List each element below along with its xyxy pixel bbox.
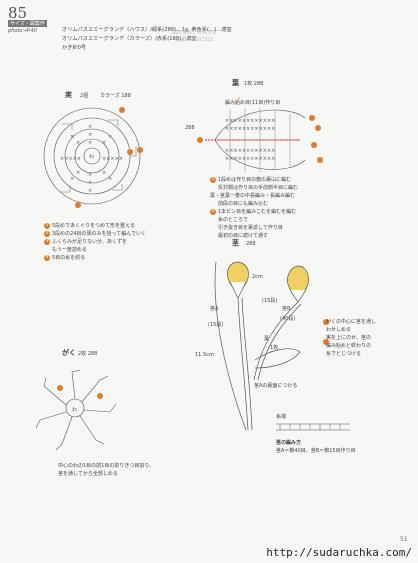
leaf-chart: ×××××××××××× ×××××××××××× ×××××××××××× ×… bbox=[205, 96, 306, 172]
svg-text:×: × bbox=[88, 140, 92, 146]
site-url: http://sudaruchka.com/ bbox=[266, 546, 412, 559]
stem-b-value: (40段) bbox=[280, 316, 296, 322]
svg-text:×: × bbox=[70, 134, 74, 140]
yarn-list: オリムパスエミーグランデ〈ハウス〉/緑系(288)…1g, 黄色系(…)…適宜 … bbox=[62, 26, 232, 53]
svg-text:××××××××××××: ×××××××××××× bbox=[225, 118, 275, 124]
svg-text:×: × bbox=[88, 172, 92, 178]
leaf-title: 葉 bbox=[232, 79, 239, 87]
svg-text:わ: わ bbox=[72, 406, 77, 413]
calyx-chart: わ bbox=[35, 369, 117, 451]
note-line: 実を上にのせ、茎の bbox=[326, 335, 372, 341]
leaf-count: 1枚 288 bbox=[244, 81, 264, 87]
page-footer-number: 51 bbox=[400, 536, 408, 543]
svg-text:×: × bbox=[102, 170, 106, 176]
svg-text:×: × bbox=[88, 132, 92, 138]
size-tag: サイズ・図案作 bbox=[8, 20, 47, 27]
fruit-title: 実 bbox=[65, 91, 72, 99]
svg-text:××××××××××××: ×××××××××××× bbox=[225, 148, 275, 154]
note-line: 引き抜き目を裏返して作り目 bbox=[218, 225, 283, 231]
calyx-count: 2枚 288 bbox=[78, 351, 98, 357]
note-line: 茎を通してから全部しめる bbox=[58, 471, 118, 477]
page-number: 85 bbox=[8, 4, 28, 22]
svg-text:×××××: ××××× bbox=[60, 156, 81, 162]
note-line: 前段の目にも編み込む bbox=[218, 201, 269, 207]
svg-text:××××××××××××: ×××××××××××× bbox=[225, 156, 275, 162]
svg-text:×: × bbox=[88, 180, 92, 186]
stem-title: 茎 bbox=[232, 239, 239, 247]
note-line: 反対側は作り目の手前側半目に編む bbox=[218, 185, 299, 191]
photo-reference: photo→P.40 bbox=[8, 28, 37, 34]
svg-text:×: × bbox=[108, 176, 112, 182]
stem-b-label: 茎B bbox=[282, 306, 291, 312]
stem-notes: がくの中心に茎を通し わせしめる 実を上にのせ、茎の 編み始めと終わりの 糸でと… bbox=[318, 318, 376, 358]
note-line: 糸でとじつける bbox=[326, 351, 362, 357]
yarn-line: オリムパスエミーグランデ〈ハウス〉/緑系(288)…1g, 黄色系(…)…適宜 bbox=[62, 27, 232, 33]
note-line: 糸のところで bbox=[218, 217, 249, 223]
svg-text:わ: わ bbox=[89, 153, 94, 160]
svg-text:×: × bbox=[108, 134, 112, 140]
leaf-top-label: 葉 bbox=[264, 336, 270, 342]
svg-text:×: × bbox=[70, 176, 74, 182]
attach-label: 茎Aの裏面につける bbox=[254, 383, 298, 389]
calyx-title: がく bbox=[62, 349, 76, 357]
stem-a-label: 茎A bbox=[210, 306, 219, 312]
stem-markers bbox=[323, 319, 329, 345]
note-line: もう一度詰める bbox=[52, 247, 87, 253]
stem-drawing bbox=[214, 261, 350, 431]
svg-text:×: × bbox=[76, 140, 80, 146]
leaf-start: 編み始め目(11目)作り目 bbox=[225, 100, 281, 106]
fruit-color: カラーズ 188 bbox=[100, 93, 131, 99]
svg-text:××××××××××××: ×××××××××××× bbox=[225, 126, 275, 132]
flower-size-label: 2cm bbox=[252, 274, 263, 280]
svg-text:×: × bbox=[102, 140, 106, 146]
calyx-markers bbox=[57, 385, 103, 399]
note-line: 最初の目に続けて通す bbox=[218, 233, 269, 239]
stem-stitch-caption: 茎A＝鎖40目、茎B＝鎖15目作り目 bbox=[276, 448, 356, 454]
fruit-chart: わ ××××× ××××× ××× ××× ×× ×× ×× ×× bbox=[43, 107, 141, 205]
note-line: わせしめる bbox=[326, 327, 352, 333]
yarn-line: オリムパスエミーグランデ〈カラーズ〉/赤系(188)…適宜 bbox=[62, 36, 197, 42]
yarn-line: かぎ針0号 bbox=[62, 45, 87, 51]
svg-text:×: × bbox=[88, 124, 92, 130]
fruit-row-markers bbox=[75, 107, 143, 208]
leaf-markers bbox=[197, 115, 323, 163]
height-label: 11.5cm bbox=[195, 352, 214, 358]
fruit-count: 2個 bbox=[80, 93, 89, 99]
watermark-line: qq群 40602311 bbox=[175, 37, 214, 43]
leaf-count-label: 1枚 bbox=[270, 345, 279, 351]
note-line: がくの中心に茎を通し bbox=[326, 319, 377, 325]
note-line: 葉・茎葉一巻の中長編み・長編み編む bbox=[210, 193, 296, 199]
thread-end-label: 糸端 bbox=[276, 414, 287, 420]
note-line: 中心のわの1目の前1目の前りきつ目割り、 bbox=[58, 463, 155, 469]
stem-count: 288 bbox=[246, 241, 256, 247]
watermark: 図片资料，仅供分享 qq群 40602311 bbox=[172, 30, 217, 44]
note-line: 編み始めと終わりの bbox=[326, 343, 372, 349]
svg-text:×: × bbox=[88, 188, 92, 194]
leaf-row-label: 288 bbox=[185, 125, 195, 131]
sub-c-value: (15段) bbox=[262, 298, 278, 304]
svg-text:×××××: ××××× bbox=[102, 156, 123, 162]
calyx-notes: 中心のわの1目の前1目の前りきつ目割り、 茎を通してから全部しめる bbox=[58, 462, 154, 478]
watermark-line: 図片资料，仅供分享 bbox=[172, 30, 218, 36]
stem-stitch-title: 茎の編み方 bbox=[276, 440, 302, 446]
stem-a-value: (15段) bbox=[208, 322, 224, 328]
svg-text:×: × bbox=[76, 170, 80, 176]
